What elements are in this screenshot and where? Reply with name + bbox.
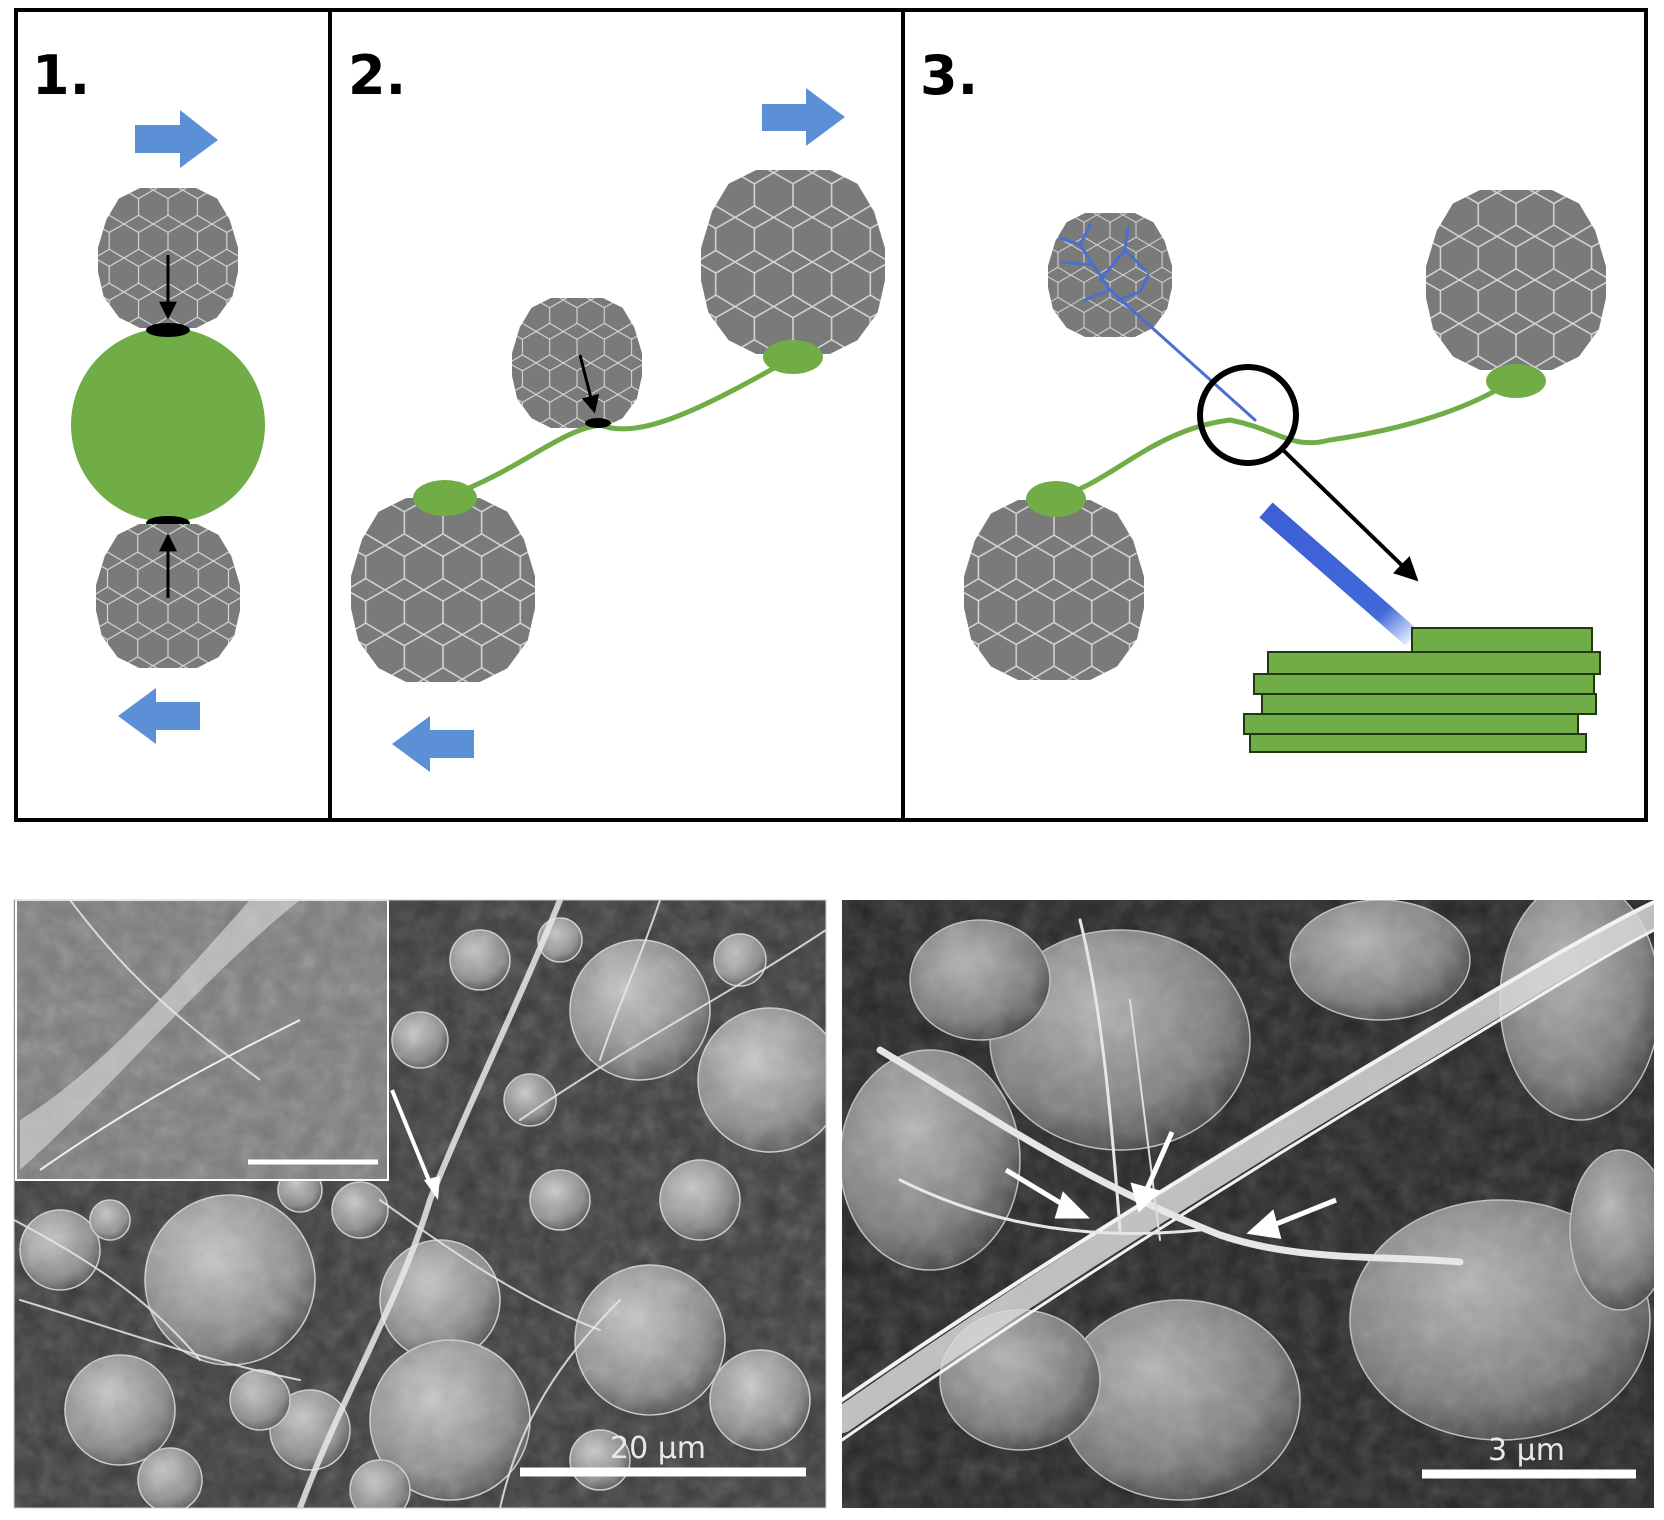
droplet-cap-lower <box>1026 481 1086 517</box>
schematic: 1. 2. 3. <box>14 8 1648 822</box>
sem-fiber <box>297 900 563 1508</box>
droplet-cap-lower <box>413 480 477 516</box>
stacked-sheets <box>1243 627 1601 753</box>
blue-left-arrow-icon <box>118 688 200 744</box>
scale-bar-label: 20 μm <box>610 1431 706 1466</box>
sem-fibers <box>14 900 826 1508</box>
sem-fiber <box>499 1299 621 1508</box>
droplet <box>71 328 265 522</box>
branching-fiber <box>1058 223 1257 422</box>
blue-right-arrow-icon <box>762 88 845 146</box>
schematic-frame <box>14 8 1648 822</box>
sem-fiber <box>519 929 826 1121</box>
particle-lower-left <box>342 489 544 691</box>
probe-fiber <box>1259 502 1419 646</box>
sem-inset <box>15 900 440 1200</box>
sem-fiber <box>19 1299 301 1381</box>
particle-lower-left <box>955 491 1153 689</box>
sem-pointer-arrows <box>1004 1130 1337 1240</box>
sem-micrograph-right: 3 μm <box>842 900 1654 1508</box>
panel-1-label: 1. <box>32 44 90 107</box>
blue-right-arrow-icon <box>135 110 218 168</box>
sem-micrograph-left: 20 μm <box>14 900 826 1508</box>
sem-fiber <box>14 1219 201 1361</box>
droplet-cap-upper <box>1486 364 1546 398</box>
panel-2-label: 2. <box>348 44 406 107</box>
panel-1: 1. <box>32 44 265 744</box>
panel-3-label: 3. <box>920 44 978 107</box>
sem-fiber <box>379 1199 601 1331</box>
panel-2: 2. <box>342 44 894 772</box>
contact-spot <box>585 418 611 428</box>
scale-bar-label: 3 μm <box>1488 1433 1565 1468</box>
black-arrow-icon <box>578 354 600 414</box>
magnifier-circle-icon <box>1197 364 1299 466</box>
particle-small <box>506 292 649 435</box>
inset-pointer-arrow <box>390 1089 434 1189</box>
liquid-bridge <box>1053 375 1518 501</box>
droplet-cap-upper <box>763 340 823 374</box>
particle-upper-right <box>1417 181 1615 379</box>
blue-left-arrow-icon <box>392 716 474 772</box>
magnifier-arrow <box>1281 448 1419 582</box>
sem-fiber-bundle <box>842 900 1654 1442</box>
particle-upper-right <box>692 161 894 363</box>
sem-fiber <box>599 900 661 1061</box>
particle-upper-left <box>1042 207 1178 343</box>
contact-spot-top <box>146 323 190 337</box>
panel-3: 3. <box>920 44 1615 753</box>
